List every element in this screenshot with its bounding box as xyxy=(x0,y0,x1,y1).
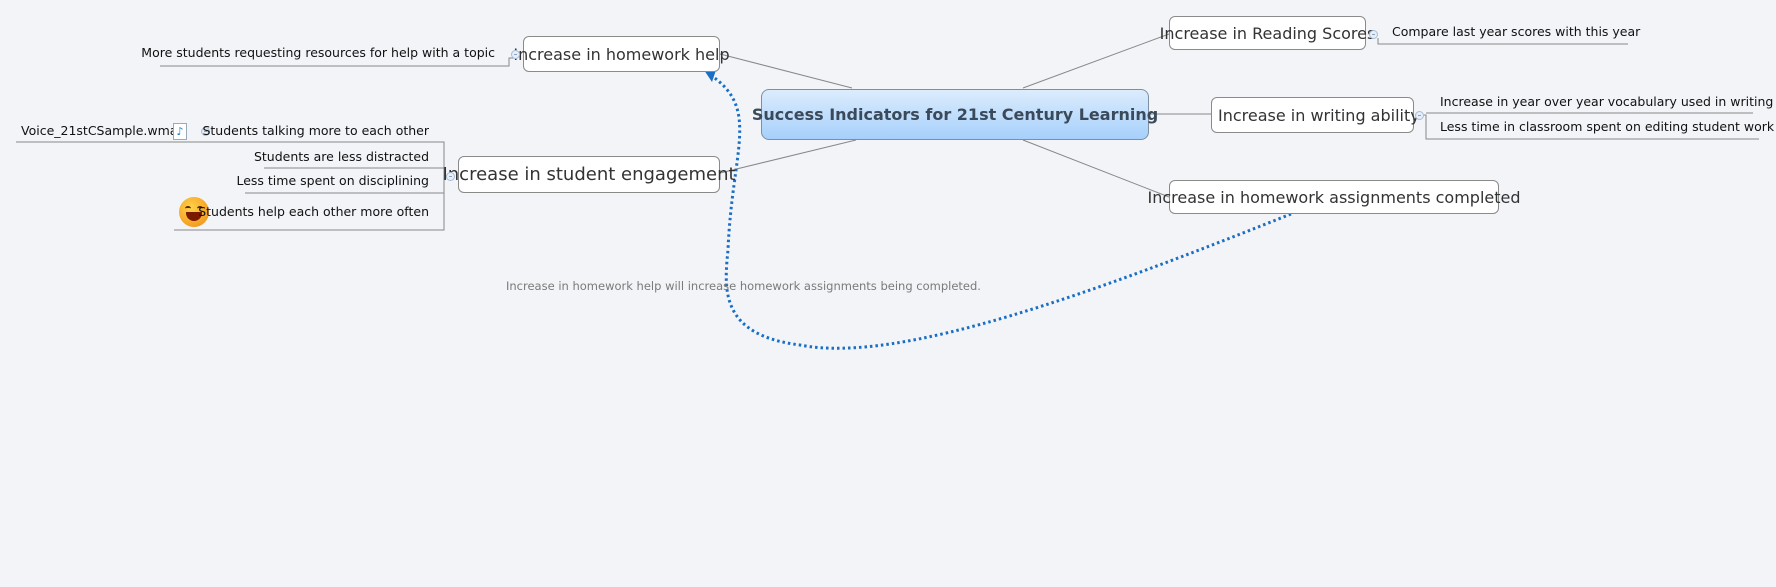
topic-homework-help[interactable]: Increase in homework help xyxy=(513,36,730,72)
leaf-more-students[interactable]: More students requesting resources for h… xyxy=(141,45,495,60)
leaf-help-each-other[interactable]: Students help each other more often xyxy=(198,204,429,219)
leaf-attachment-file[interactable]: Voice_21stCSample.wma xyxy=(21,123,178,138)
relationship-curve[interactable] xyxy=(711,74,1292,350)
laughing-smiley-icon xyxy=(179,197,209,227)
leaf-vocabulary[interactable]: Increase in year over year vocabulary us… xyxy=(1440,94,1774,109)
connector-homework-assignments xyxy=(1022,139,1170,198)
reading-leaf-underline xyxy=(1377,38,1628,45)
audio-file-icon[interactable]: ♪ xyxy=(173,123,187,140)
topic-label: Increase in homework assignments complet… xyxy=(1147,187,1521,207)
topic-student-engagement[interactable]: Increase in student engagement xyxy=(442,156,736,193)
central-topic[interactable]: Success Indicators for 21st Century Lear… xyxy=(752,89,1158,140)
collapse-toggle[interactable] xyxy=(1415,111,1424,120)
topic-homework-assignments[interactable]: Increase in homework assignments complet… xyxy=(1148,180,1521,214)
topic-writing-ability[interactable]: Increase in writing ability xyxy=(1211,97,1420,133)
topic-label: Increase in homework help xyxy=(513,44,730,64)
topic-reading-scores[interactable]: Increase in Reading Scores xyxy=(1160,16,1375,50)
collapse-toggle[interactable] xyxy=(446,172,455,181)
leaf-less-distracted[interactable]: Students are less distracted xyxy=(253,149,429,164)
collapse-toggle[interactable] xyxy=(511,50,520,59)
relationship-arrowhead xyxy=(704,70,716,82)
topic-label: Increase in student engagement xyxy=(442,164,736,185)
relationship-label[interactable]: Increase in homework help will increase … xyxy=(506,279,981,293)
topic-label: Increase in writing ability xyxy=(1218,105,1420,125)
connector-reading-scores xyxy=(1022,33,1170,89)
collapse-toggle[interactable] xyxy=(1369,30,1378,39)
connector-homework-help xyxy=(719,53,853,89)
engagement-bracket xyxy=(16,141,450,231)
writing-bracket xyxy=(1424,112,1759,140)
connector-student-engagement xyxy=(719,139,857,174)
central-topic-label: Success Indicators for 21st Century Lear… xyxy=(751,105,1159,124)
leaf-less-disciplining[interactable]: Less time spent on disciplining xyxy=(236,173,429,188)
leaf-students-talking[interactable]: Students talking more to each other xyxy=(202,123,429,138)
leaf-compare-scores[interactable]: Compare last year scores with this year xyxy=(1392,24,1641,39)
topic-label: Increase in Reading Scores xyxy=(1159,23,1376,43)
collapse-toggle[interactable] xyxy=(201,127,210,136)
leaf-editing-time[interactable]: Less time in classroom spent on editing … xyxy=(1440,119,1775,134)
